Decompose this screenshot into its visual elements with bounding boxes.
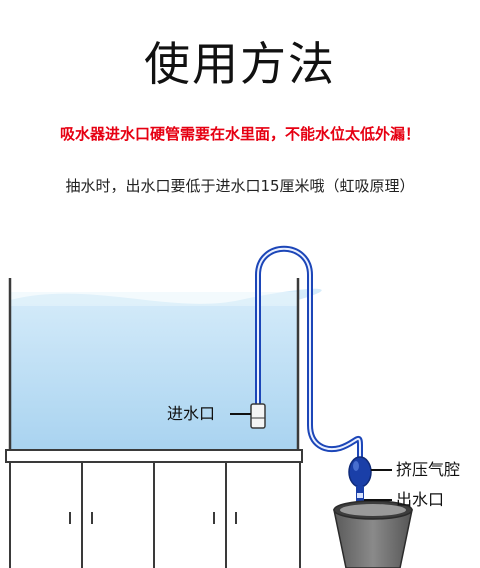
instruction-text: 抽水时，出水口要低于进水口15厘米哦（虹吸原理） bbox=[65, 177, 415, 195]
aquarium-water bbox=[10, 288, 322, 450]
inlet-tube bbox=[250, 403, 266, 429]
water-surface-band bbox=[10, 292, 298, 306]
squeeze-bulb bbox=[348, 456, 372, 488]
cabinet bbox=[9, 461, 301, 568]
bulb-label: 挤压气腔 bbox=[396, 460, 461, 479]
inlet-label: 进水口 bbox=[167, 404, 216, 423]
bucket bbox=[333, 500, 413, 568]
aquarium-base bbox=[5, 449, 303, 463]
page-title: 使用方法 bbox=[144, 37, 336, 91]
outlet-label: 出水口 bbox=[396, 490, 445, 509]
warning-text: 吸水器进水口硬管需要在水里面，不能水位太低外漏！ bbox=[59, 125, 420, 143]
